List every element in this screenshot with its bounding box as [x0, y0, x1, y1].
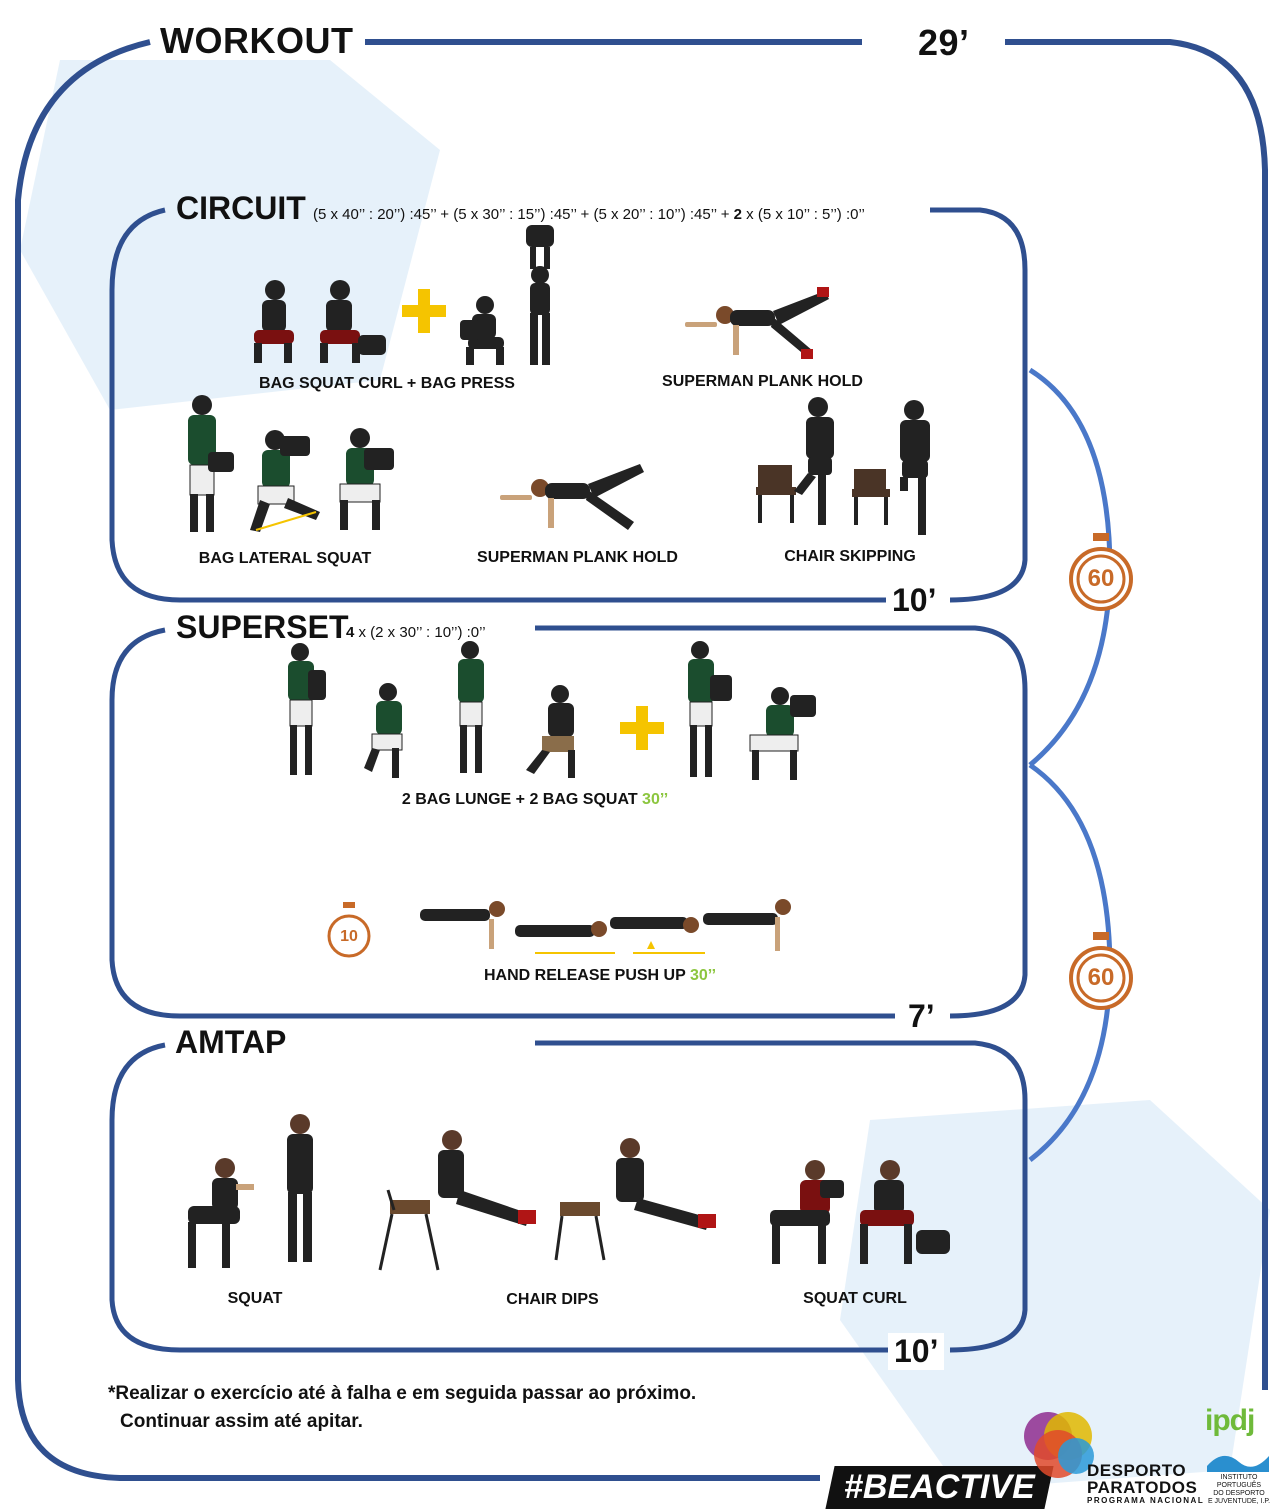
- hand-release-push-up-figures: [420, 899, 791, 954]
- instruction-note-line1: *Realizar o exercício até à falha e em s…: [108, 1383, 697, 1404]
- workout-total-duration: 29’: [918, 22, 970, 63]
- workout-title: WORKOUT: [160, 20, 354, 61]
- desporto-para-todos-wordmark: DESPORTO PARATODOS PROGRAMA NACIONAL: [1087, 1462, 1204, 1506]
- circuit-scheme-part: (5 x 40’’ : 20’’) :45’’ + (5 x 30’’ : 15…: [313, 206, 734, 223]
- rest-timer-icon: [1069, 533, 1133, 611]
- dpt-line1: DESPORTO: [1087, 1461, 1187, 1480]
- amtap-title: AMTAP: [175, 1024, 287, 1060]
- amtap-figures: [188, 1114, 950, 1271]
- ipdj-sub2: DO DESPORTO: [1213, 1490, 1265, 1497]
- desporto-para-todos-logo: [1024, 1412, 1094, 1478]
- bag-lateral-squat-figures: [188, 395, 394, 532]
- instruction-note-line2: Continuar assim até apitar.: [120, 1411, 363, 1432]
- ipdj-sub1: INSTITUTO PORTUGUÊS: [1216, 1474, 1262, 1489]
- plus-icon: [402, 289, 446, 333]
- superset-title: SUPERSET: [176, 609, 349, 645]
- ipdj-name: INSTITUTO PORTUGUÊS DO DESPORTO E JUVENT…: [1200, 1474, 1278, 1506]
- bag-squat-curl-press-figures: [254, 225, 554, 365]
- rest-timer-value-2: 60: [1087, 964, 1115, 991]
- exercise-label-superman-plank-hold-2: SUPERMAN PLANK HOLD: [477, 549, 678, 566]
- amtap-duration: 10’: [888, 1333, 945, 1370]
- exercise-name: 2 BAG LUNGE + 2 BAG SQUAT: [401, 791, 638, 808]
- chair-skipping-figures: [756, 397, 930, 535]
- circuit-scheme-part: x (5 x 10’’ : 5’’) :0’’: [742, 206, 865, 223]
- superman-plank-figure-2: [500, 464, 644, 530]
- instruction-note: *Realizar o exercício até à falha e em s…: [108, 1380, 696, 1436]
- beactive-text: #BEACTIVE: [844, 1468, 1035, 1506]
- bag-lunge-squat-figures: [288, 641, 816, 780]
- stopwatch-icon: [327, 902, 371, 958]
- exercise-label-squat: SQUAT: [227, 1290, 283, 1307]
- superset-timer-value: 10: [340, 928, 358, 945]
- superset-duration: 7’: [902, 998, 941, 1035]
- rest-timer-icon-2: [1069, 932, 1133, 1010]
- exercise-label-bag-lateral-squat: BAG LATERAL SQUAT: [198, 550, 372, 567]
- circuit-title: CIRCUIT: [176, 190, 306, 226]
- exercise-name: HAND RELEASE PUSH UP: [483, 967, 686, 984]
- plus-icon-2: [620, 706, 664, 750]
- dpt-line3: PROGRAMA NACIONAL: [1087, 1496, 1205, 1505]
- rest-timer-value-1: 60: [1087, 565, 1115, 592]
- circuit-duration: 10’: [886, 582, 943, 619]
- superman-plank-figure: [685, 287, 829, 359]
- exercise-label-bag-lunge-squat: 2 BAG LUNGE + 2 BAG SQUAT 30’’: [380, 791, 690, 809]
- exercise-label-hand-release-push-up: HAND RELEASE PUSH UP 30’’: [455, 967, 745, 985]
- exercise-time: 30’’: [689, 967, 717, 984]
- exercise-label-superman-plank-hold: SUPERMAN PLANK HOLD: [662, 373, 863, 390]
- exercise-label-chair-dips: CHAIR DIPS: [506, 1291, 599, 1308]
- exercise-label-bag-squat-curl-press: BAG SQUAT CURL + BAG PRESS: [259, 375, 515, 392]
- exercise-label-squat-curl: SQUAT CURL: [803, 1290, 907, 1307]
- superset-rounds: 4: [346, 624, 355, 641]
- superset-scheme-part: x (2 x 30’’ : 10’’) :0’’: [354, 624, 486, 641]
- exercise-label-chair-skipping: CHAIR SKIPPING: [784, 548, 916, 565]
- circuit-rounds: 2: [733, 206, 743, 223]
- circuit-scheme: (5 x 40’’ : 20’’) :45’’ + (5 x 30’’ : 15…: [313, 206, 865, 223]
- exercise-time: 30’’: [642, 791, 669, 808]
- ipdj-sub3: E JUVENTUDE, I.P.: [1207, 1498, 1271, 1505]
- superset-scheme: 4 x (2 x 30’’ : 10’’) :0’’: [346, 624, 486, 641]
- ipdj-logo: ipdj: [1205, 1404, 1255, 1437]
- dpt-line2: PARATODOS: [1087, 1478, 1198, 1497]
- ipdj-wave-icon: [1207, 1455, 1269, 1472]
